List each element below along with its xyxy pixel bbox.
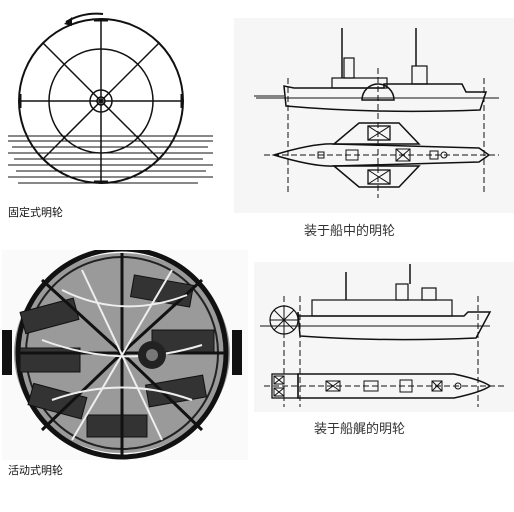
feathering-wheel-panel (2, 250, 248, 460)
stern-wheel-panel (254, 262, 514, 412)
fixed-wheel-panel (8, 4, 218, 199)
fixed-wheel-drawing (8, 12, 213, 184)
midship-ship-drawing (254, 28, 499, 198)
feathering-wheel-drawing (2, 250, 242, 460)
midship-wheel-caption: 装于船中的明轮 (304, 224, 396, 239)
stern-wheel-caption: 装于船艉的明轮 (314, 422, 406, 437)
feathering-wheel-caption: 活动式明轮 (8, 464, 63, 477)
fixed-wheel-caption: 固定式明轮 (8, 206, 63, 219)
midship-wheel-panel (234, 18, 514, 213)
stern-ship-drawing (260, 264, 504, 407)
